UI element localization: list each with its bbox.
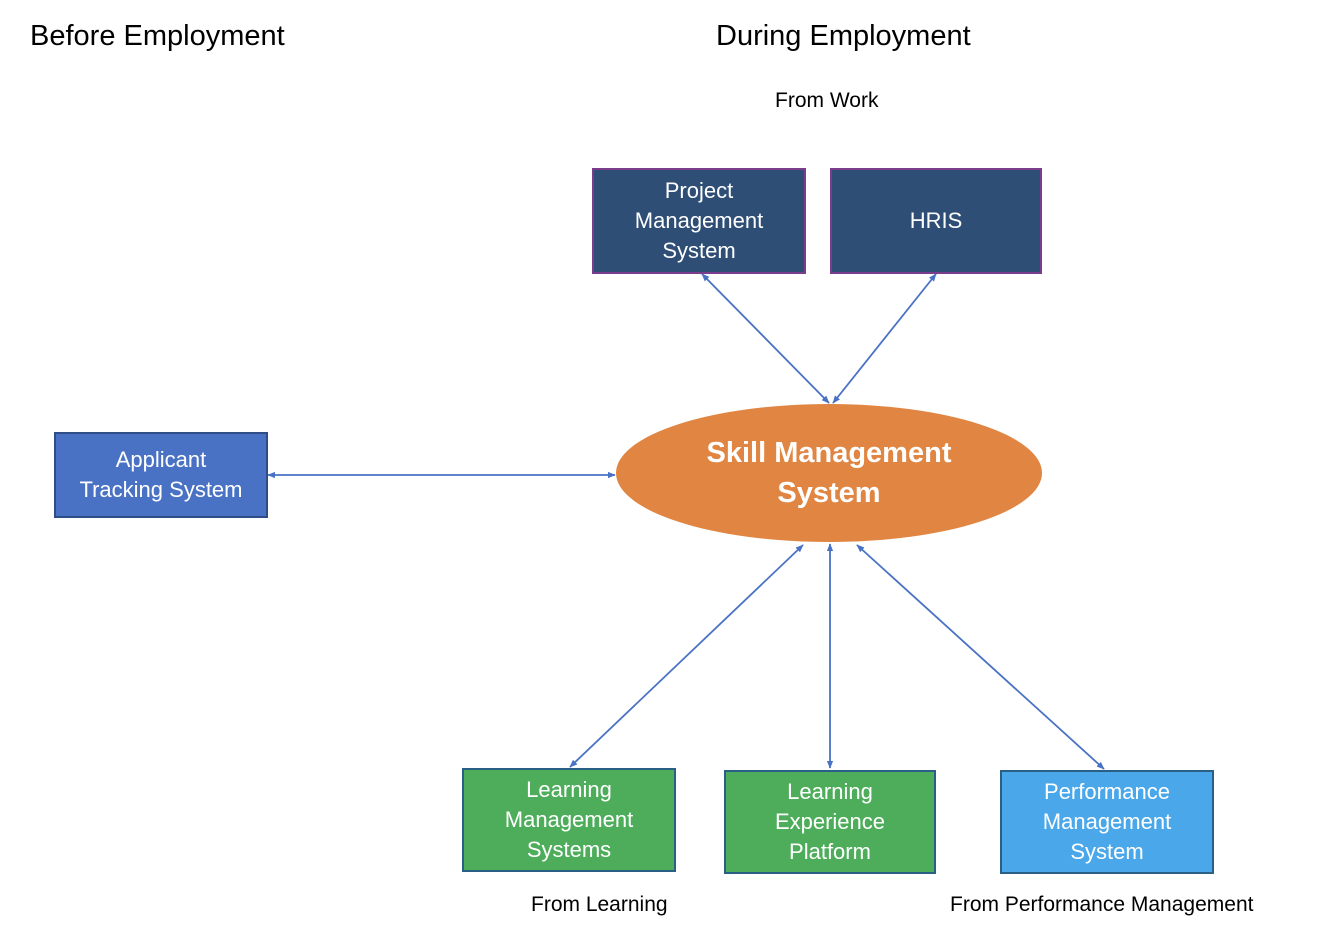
node-label-line: Tracking System — [79, 477, 243, 502]
center-label-line: Skill Management — [706, 437, 952, 469]
applicant-tracking-system-node: Applicant Tracking System — [54, 432, 268, 518]
node-label-line: Management — [1042, 809, 1172, 834]
node-label-line: Management — [504, 807, 634, 832]
node-label-line: Performance — [1044, 779, 1170, 804]
node-label-line: Systems — [526, 837, 612, 862]
node-label-line: Learning — [787, 779, 873, 804]
before-employment-heading: Before Employment — [30, 20, 285, 52]
from-learning-caption: From Learning — [531, 893, 668, 916]
connector-pms-skill — [701, 273, 830, 404]
center-label-line: System — [777, 477, 881, 509]
node-label-line: Experience — [774, 809, 886, 834]
connector-hris-skill — [832, 273, 937, 404]
from-work-caption: From Work — [775, 89, 879, 112]
hris-node: HRIS — [830, 168, 1042, 274]
node-label-line: Platform — [789, 839, 871, 864]
connector-lms-skill — [569, 544, 804, 768]
performance-management-system-node: Performance Management System — [1000, 770, 1214, 874]
node-label-line: Learning — [526, 777, 612, 802]
from-performance-caption: From Performance Management — [950, 893, 1254, 916]
during-employment-heading: During Employment — [716, 20, 971, 52]
node-label-line: HRIS — [909, 208, 963, 233]
learning-management-systems-node: Learning Management Systems — [462, 768, 676, 872]
node-label-line: Project — [664, 178, 734, 203]
node-label-line: System — [662, 238, 736, 263]
node-label-line: Management — [634, 208, 764, 233]
learning-experience-platform-node: Learning Experience Platform — [724, 770, 936, 874]
node-label-line: System — [1070, 839, 1144, 864]
connector-perf-skill — [856, 544, 1105, 770]
skill-management-system-node: Skill Management System — [616, 404, 1042, 542]
node-label-line: Applicant — [115, 447, 207, 472]
project-management-system-node: Project Management System — [592, 168, 806, 274]
